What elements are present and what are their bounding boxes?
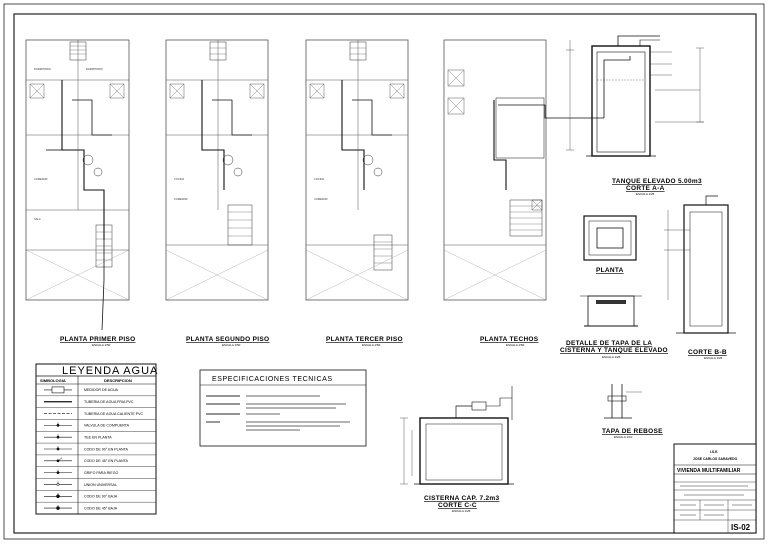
svg-text:COMEDOR: COMEDOR	[174, 197, 188, 201]
tb-institution: I.S.E.	[710, 450, 718, 454]
legend-symbol-icon	[44, 457, 72, 463]
svg-text:COCINA: COCINA	[314, 177, 324, 181]
svg-text:COCINA: COCINA	[174, 177, 184, 181]
svg-text:DORMITORIO: DORMITORIO	[86, 67, 103, 71]
svg-text:COMEDOR: COMEDOR	[34, 177, 48, 181]
tank-section: CORTE A-A	[626, 185, 665, 192]
section-bb	[664, 195, 736, 334]
tank-title: TANQUE ELEVADO 5.00m3	[612, 178, 702, 185]
legend-col-symbol: SIMBOLOGIA	[40, 378, 66, 383]
riser-to-tank	[498, 104, 604, 119]
legend-row-label: TEE EN PLANTA	[84, 435, 112, 439]
plan-scale-1: ESCALA 1/50	[92, 343, 111, 347]
legend-row-label: TUBERIA DE AGUA FRIA PVC	[84, 400, 134, 404]
legend-row-label: VALVULA DE COMPUERTA	[84, 424, 130, 428]
lid-detail-title-2: CISTERNA Y TANQUE ELEVADO	[560, 347, 668, 354]
specs-box	[199, 369, 367, 447]
legend-row-label: UNION UNIVERSAL	[84, 483, 117, 487]
specs-title: ESPECIFICACIONES TECNICAS	[212, 376, 333, 383]
legend-symbol-icon	[44, 434, 72, 439]
legend-symbol-icon	[44, 446, 72, 451]
cistern-section	[400, 386, 514, 485]
legend-row-label: CODO DE 45° BAJA	[84, 506, 118, 510]
relief-cap-detail	[604, 384, 642, 419]
lid-detail-title-1: DETALLE DE TAPA DE LA	[566, 340, 652, 347]
cistern-scale: ESCALA 1/25	[452, 509, 471, 513]
lid-detail-scale: ESCALA 1/25	[602, 355, 621, 359]
relief-cap-title: TAPA DE REBOSE	[602, 428, 663, 435]
legend-symbol-icon	[44, 469, 72, 475]
plan-techos	[443, 39, 547, 301]
legend-row-label: CODO DE 90° EN PLANTA	[84, 447, 129, 451]
tb-project: VIVIENDA MULTIFAMILIAR	[677, 468, 741, 474]
plan-scale-2: ESCALA 1/50	[222, 343, 241, 347]
section-bb-title: CORTE B-B	[688, 349, 727, 356]
legend-title: LEYENDA AGUA	[62, 365, 158, 377]
tb-author: JOSE CARLOS SARAVEDO	[693, 457, 738, 461]
title-block	[673, 443, 757, 534]
inner-border	[13, 13, 757, 534]
outer-border	[3, 3, 765, 540]
legend-symbol-icon	[44, 481, 72, 486]
tank-scale: ESCALA 1/25	[636, 192, 655, 196]
legend-table	[35, 363, 157, 515]
plan-tercer-piso: COCINA COMEDOR	[305, 39, 409, 301]
legend-symbol-icon	[44, 386, 72, 394]
legend-row-label: TUBERIA DE AGUA CALIENTE PVC	[84, 412, 144, 416]
legend-row-label: MEDIDOR DE AGUA	[84, 388, 119, 392]
tb-sheet-number: IS-02	[731, 523, 751, 532]
legend-row-label: GRIFO PARA RIEGO	[84, 471, 118, 475]
cistern-title: CISTERNA CAP. 7.2m3	[424, 495, 500, 502]
svg-text:SALA: SALA	[34, 217, 41, 221]
plan-scale-3: ESCALA 1/50	[362, 343, 381, 347]
section-bb-scale: ESCALA 1/25	[704, 356, 723, 360]
legend-symbol-icon	[44, 505, 72, 510]
tanque-elevado-corte	[566, 35, 704, 157]
plan-title-4: PLANTA TECHOS	[480, 336, 539, 343]
tank-plan-view	[583, 215, 637, 261]
svg-text:DORMITORIO: DORMITORIO	[34, 67, 51, 71]
tank-plan-title: PLANTA	[596, 267, 624, 274]
plan-segundo-piso: COCINA COMEDOR	[165, 39, 269, 301]
legend-row-label: CODO DE 45° EN PLANTA	[84, 459, 129, 463]
plan-title-2: PLANTA SEGUNDO PISO	[186, 336, 269, 343]
plan-scale-4: ESCALA 1/50	[506, 343, 525, 347]
legend-row-label: CODO DE 90° BAJA	[84, 495, 118, 499]
svg-text:COMEDOR: COMEDOR	[314, 197, 328, 201]
plan-title-3: PLANTA TERCER PISO	[326, 336, 403, 343]
plan-title-1: PLANTA PRIMER PISO	[60, 336, 135, 343]
cistern-section-label: CORTE C-C	[438, 502, 477, 509]
relief-cap-scale: ESCALA 1/10	[614, 435, 633, 439]
legend-symbol-icon	[44, 422, 72, 427]
legend-col-desc: DESCRIPCION	[104, 378, 132, 383]
legend-symbol-icon	[44, 493, 72, 499]
lid-detail	[580, 295, 642, 327]
plan-primer-piso: DORMITORIO DORMITORIO COMEDOR SALA	[25, 39, 130, 331]
